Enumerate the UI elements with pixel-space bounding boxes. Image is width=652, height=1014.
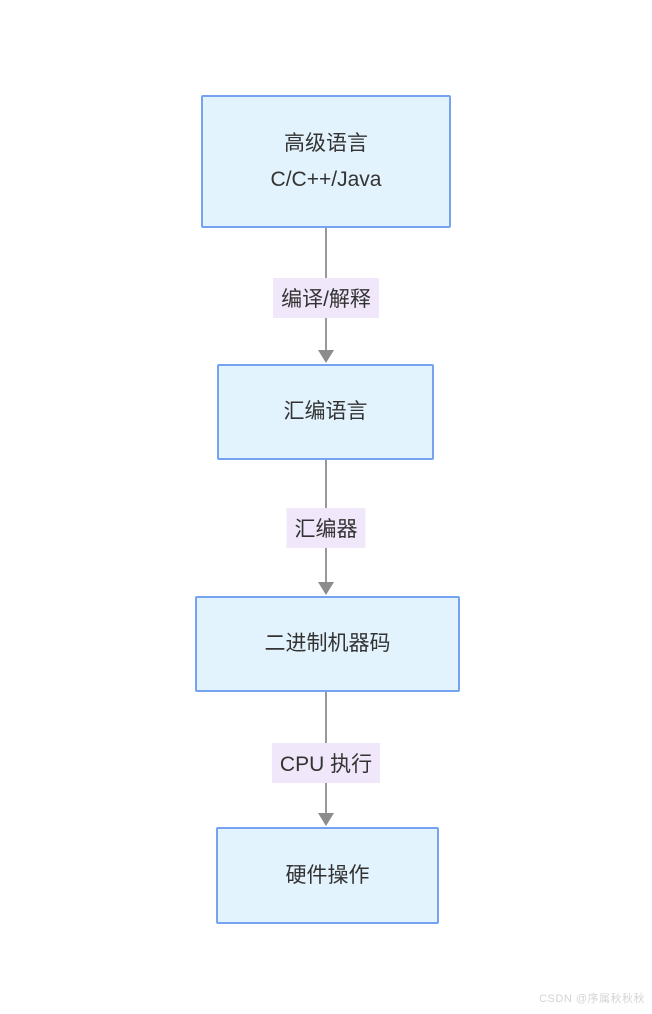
node-label-line: 硬件操作	[285, 863, 370, 887]
node-hardware-operation: 硬件操作	[216, 827, 439, 924]
node-label-line: 高级语言	[284, 132, 368, 156]
edge-label-compile-interpret: 编译/解释	[273, 278, 379, 318]
node-high-level-language: 高级语言 C/C++/Java	[201, 95, 451, 228]
arrow-down-icon	[318, 582, 334, 595]
arrow-down-icon	[318, 350, 334, 363]
node-label-line: C/C++/Java	[270, 167, 382, 191]
edge-label-assembler: 汇编器	[286, 508, 366, 548]
node-assembly-language: 汇编语言	[217, 364, 434, 460]
edge-label-cpu-execute: CPU 执行	[271, 743, 381, 783]
watermark: CSDN @序属秋秋秋	[539, 993, 645, 1005]
node-label-line: 二进制机器码	[264, 632, 391, 656]
node-binary-machine-code: 二进制机器码	[195, 596, 460, 692]
arrow-down-icon	[318, 813, 334, 826]
node-label-line: 汇编语言	[283, 400, 368, 424]
